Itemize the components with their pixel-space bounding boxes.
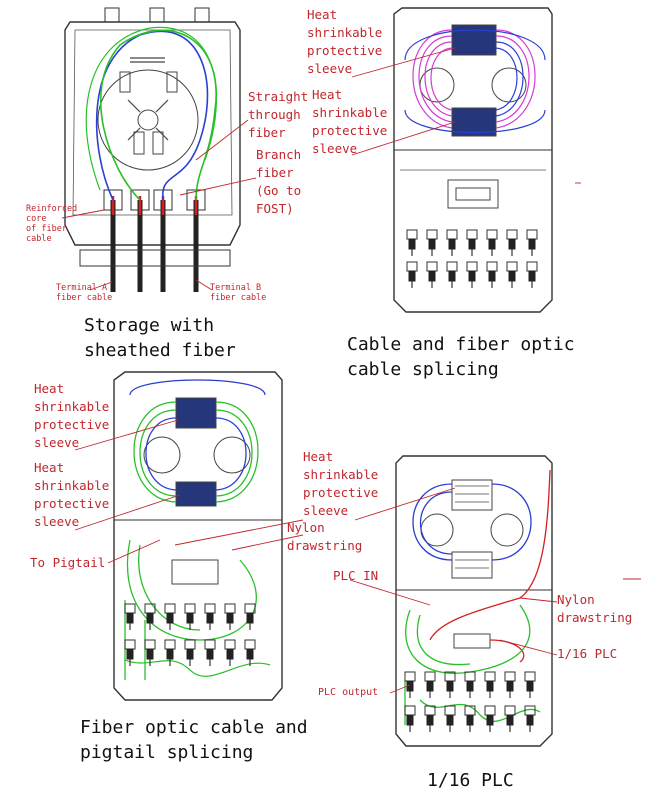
label-plc-output: PLC output: [318, 687, 379, 698]
label-straight-through-fiber: Straight through fiber: [248, 89, 309, 140]
label-heat-sleeve-p2-top: Heat shrinkable protective sleeve: [307, 7, 383, 76]
panel-2-box: [393, 7, 553, 313]
label-terminal-b: Terminal B fiber cable: [210, 283, 267, 303]
label-nylon-drawstring-p4: Nylon drawstring: [557, 592, 633, 625]
caption-cable-splicing-line2: cable splicing: [347, 359, 499, 380]
panel-4-box: [395, 455, 553, 747]
label-reinforced-core: Reinforced core of fiber cable: [26, 204, 78, 244]
panel-3-box: [113, 371, 283, 701]
caption-pigtail-splicing-line1: Fiber optic cable and: [80, 717, 308, 738]
label-terminal-a: Terminal A fiber cable: [56, 283, 113, 303]
label-heat-sleeve-p3-top: Heat shrinkable protective sleeve: [34, 381, 110, 450]
caption-pigtail-splicing-line2: pigtail splicing: [80, 742, 254, 763]
caption-storage-line2: sheathed fiber: [84, 340, 236, 361]
caption-storage-line1: Storage with: [84, 315, 215, 336]
label-heat-sleeve-p3-mid: Heat shrinkable protective sleeve: [34, 460, 110, 529]
label-1-16-plc: 1/16 PLC: [557, 646, 618, 661]
label-plc-in: PLC IN: [333, 568, 379, 583]
caption-cable-splicing-line1: Cable and fiber optic: [347, 334, 575, 355]
leader-lines: [61, 47, 641, 694]
label-heat-sleeve-p4: Heat shrinkable protective sleeve: [303, 449, 379, 518]
caption-plc: 1/16 PLC: [427, 770, 514, 791]
label-nylon-drawstring-p3: Nylon drawstring: [287, 520, 363, 553]
label-to-pigtail: To Pigtail: [30, 555, 106, 570]
label-heat-sleeve-p2-mid: Heat shrinkable protective sleeve: [312, 87, 388, 156]
panel-1-box: [64, 7, 241, 292]
label-branch-fiber: Branch fiber (Go to FOST): [256, 147, 302, 216]
